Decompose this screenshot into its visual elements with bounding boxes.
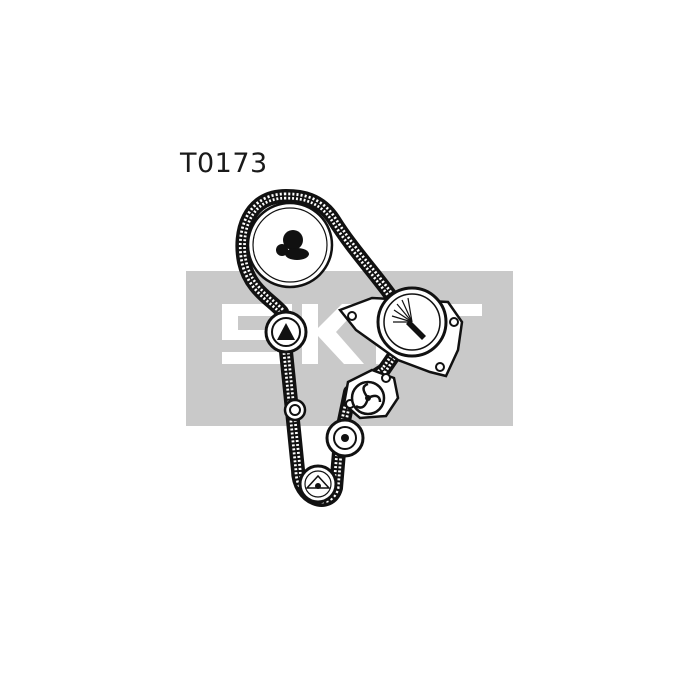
watermark-letter-s [222,304,292,364]
idler-pulley-small [283,398,307,422]
water-pump [342,368,400,420]
idler-pulley-lower [325,418,365,458]
part-code-label: T0173 [180,148,268,179]
watermark-letter-k [302,304,364,364]
tensioner-pulley [264,310,308,354]
crankshaft-sprocket [298,464,338,504]
camshaft-sprocket [246,201,334,289]
injection-pump-sprocket [337,286,464,378]
